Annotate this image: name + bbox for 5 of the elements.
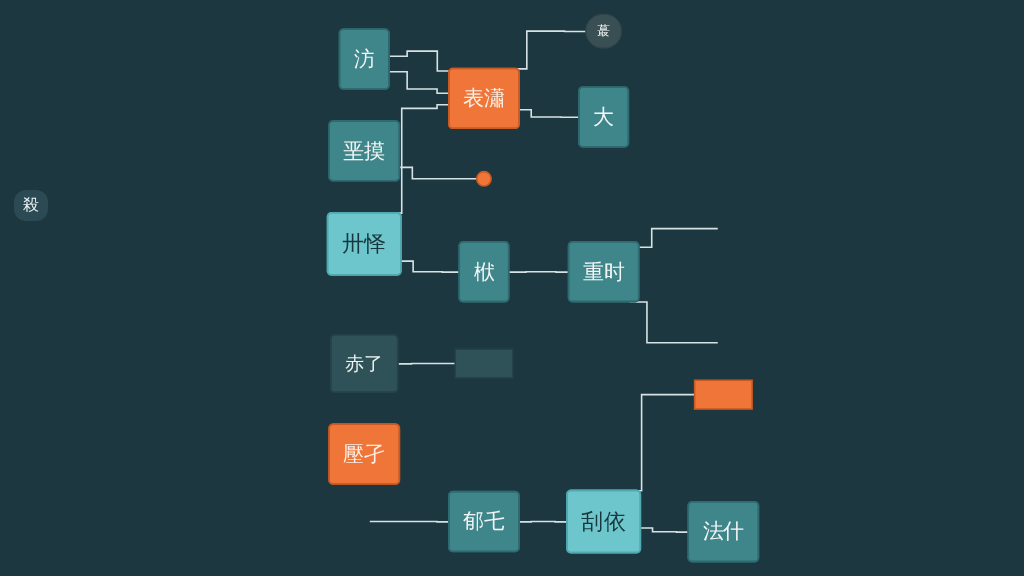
connector — [638, 227, 719, 248]
node-box — [693, 379, 753, 410]
note-text: 殺 — [14, 190, 48, 221]
node-box — [454, 348, 514, 379]
node-circle — [475, 170, 492, 187]
